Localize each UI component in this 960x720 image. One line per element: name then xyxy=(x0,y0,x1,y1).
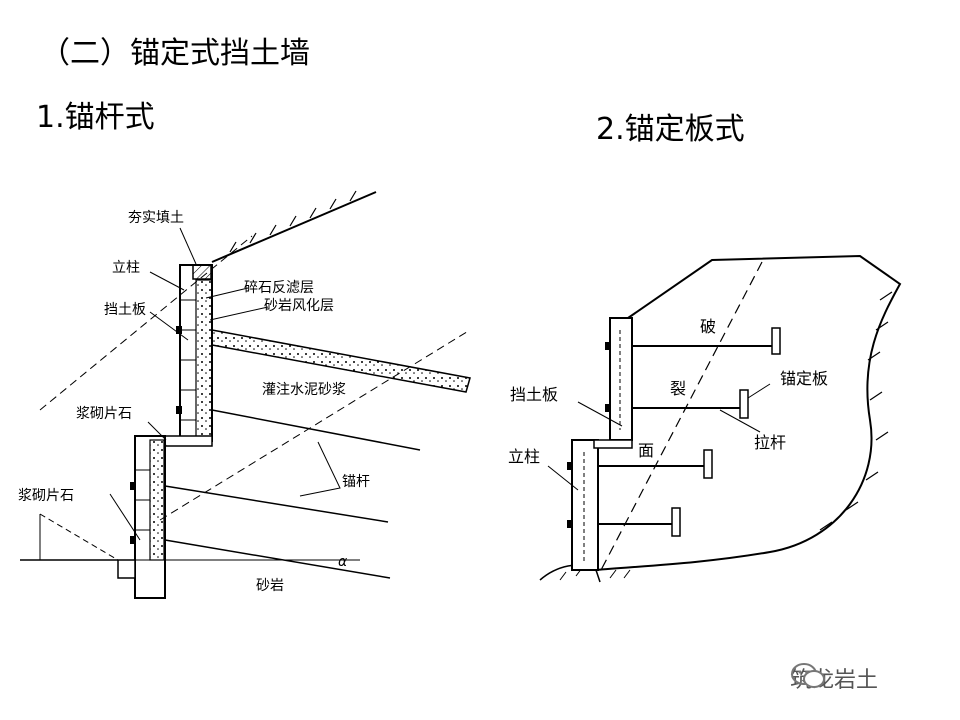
label-gravel-filter: 碎石反滤层 xyxy=(244,280,314,296)
toe-masonry xyxy=(117,559,136,579)
ground-hatching xyxy=(229,190,357,253)
slip-line-1 xyxy=(39,235,253,411)
label-anchor-plate: 锚定板 xyxy=(780,369,828,388)
lower-wall-column xyxy=(571,439,599,571)
label-retaining-plate-2: 挡土板 xyxy=(510,385,558,404)
ground-slope-line xyxy=(211,191,377,263)
label-masonry-upper: 浆砌片石 xyxy=(76,406,132,422)
slope-hatch xyxy=(819,291,893,531)
grouted-anchor xyxy=(211,329,471,393)
label-sandstone: 砂岩 xyxy=(256,578,284,594)
watermark: 筑龙岩土 xyxy=(790,662,878,694)
label-tie-rod: 拉杆 xyxy=(754,433,786,452)
anchor-rod-3 xyxy=(164,539,391,579)
anchor-plate-1 xyxy=(771,327,781,355)
failure-plane xyxy=(599,261,763,573)
label-grouted-mortar: 灌注水泥砂浆 xyxy=(262,382,346,398)
lower-plate xyxy=(149,439,165,561)
slide-title: （二）锚定式挡土墙 xyxy=(40,36,310,71)
wechat-icon xyxy=(791,663,825,688)
anchor-plate-3 xyxy=(703,449,713,479)
label-anchor-rod: 锚杆 xyxy=(342,474,370,490)
anchor-plate-4 xyxy=(671,507,681,537)
label-crack-3: 面 xyxy=(638,441,654,460)
label-compacted-fill: 夯实填土 xyxy=(128,210,184,226)
upper-cap xyxy=(192,264,212,280)
upper-plate xyxy=(195,279,213,441)
anchor-rod-1 xyxy=(211,409,421,451)
label-column: 立柱 xyxy=(112,260,140,276)
label-retaining-plate: 挡土板 xyxy=(104,302,146,318)
subtitle-anchor-rod: 1.锚杆式 xyxy=(36,100,155,135)
label-sandstone-weathered: 砂岩风化层 xyxy=(264,298,334,314)
diagram-anchor-rod xyxy=(20,190,471,599)
diagram-anchor-plate xyxy=(539,254,902,583)
label-alpha: α xyxy=(338,554,348,570)
slip-line-2 xyxy=(159,329,471,521)
anchor-plate-2 xyxy=(739,389,749,419)
label-masonry-lower: 浆砌片石 xyxy=(18,488,74,504)
subtitle-anchor-plate: 2.锚定板式 xyxy=(596,112,745,147)
label-crack-1: 破 xyxy=(700,317,716,336)
slope-outline xyxy=(595,254,902,572)
label-crack-2: 裂 xyxy=(670,379,686,398)
anchor-rod-2 xyxy=(164,485,389,523)
upper-masonry xyxy=(158,435,213,447)
label-column-2: 立柱 xyxy=(508,447,540,466)
